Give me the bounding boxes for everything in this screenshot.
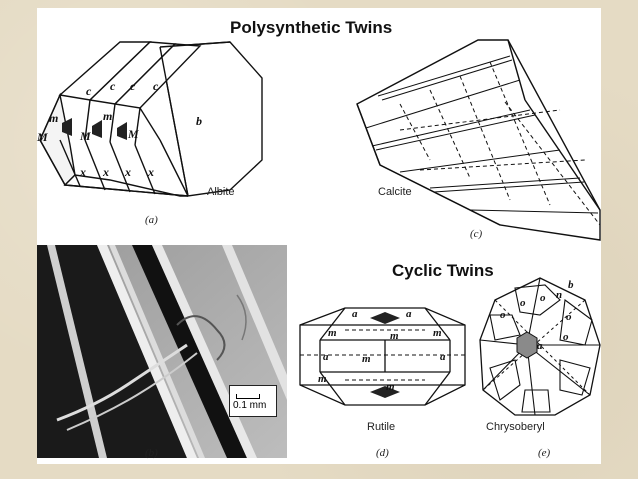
chrysoberyl-face-label: o [566,311,572,323]
albite-face-label: m [103,109,112,123]
rutile-face-label: m [328,327,337,339]
albite-face-label: b [196,114,202,128]
rutile-label: Rutile [367,421,396,433]
albite-face-label: x [124,165,131,179]
title-cyclic-twins: Cyclic Twins [392,261,494,280]
chrysoberyl-face-label: a [537,340,543,352]
caption-e: (e) [538,447,551,459]
albite-face-label: x [79,165,86,179]
caption-c: (c) [470,228,483,240]
caption-a: (a) [145,214,158,226]
scale-bar-label: 0.1 mm [233,400,267,411]
chrysoberyl-face-label: n [556,289,562,301]
albite-face-label: c [153,79,159,93]
scale-bar-box: 0.1 mm [229,385,277,417]
rutile-face-label: a [352,308,358,320]
chrysoberyl-face-label: o [563,331,569,343]
chrysoberyl-face-label: b [568,279,574,291]
chrysoberyl-face-label: o [540,292,546,304]
calcite-label: Calcite [378,186,412,198]
rutile-face-label: m [390,330,399,342]
albite-face-label: x [102,165,109,179]
chrysoberyl-face-label: o [520,297,526,309]
twinning-photomicrograph [37,245,287,458]
caption-b: (b) [145,447,158,459]
title-polysynthetic-twins: Polysynthetic Twins [230,18,393,37]
rutile-face-label: m [433,327,442,339]
albite-face-label: m [49,111,58,125]
rutile-face-label: a [406,308,412,320]
albite-face-label: x [147,165,154,179]
rutile-face-label: m [318,373,327,385]
albite-face-label: M [127,127,139,141]
albite-face-label: c [130,79,136,93]
rutile-face-label: a [323,351,329,363]
albite-label: Albite [207,186,235,198]
caption-d: (d) [376,447,389,459]
rutile-face-label: m [386,381,395,393]
rutile-face-label: m [362,353,371,365]
chrysoberyl-face-label: o [500,309,506,321]
albite-face-label: c [110,79,116,93]
rutile-face-label: a [440,351,446,363]
photomicrograph-image [37,245,287,458]
albite-face-label: c [86,84,92,98]
albite-face-label: M [36,130,48,144]
scale-bar [236,394,260,399]
chrysoberyl-label: Chrysoberyl [486,421,545,433]
albite-face-label: M [79,129,91,143]
